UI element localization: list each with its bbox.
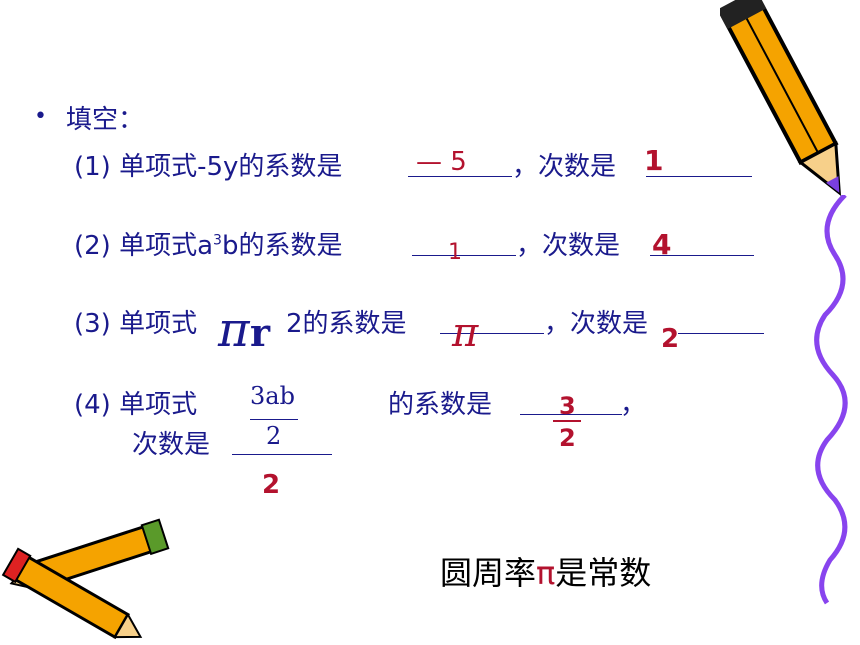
q4-degree-blank[interactable] [232,454,332,455]
q4-denominator: 2 [266,422,282,450]
q3-coef-answer: π [452,310,479,356]
q2-text-c: ，次数是 [516,231,621,261]
q1-coef-answer: — 5 [416,147,467,177]
q4-coef-numerator: 3 [559,392,576,420]
q3-text-b: 2的系数是 [286,309,407,339]
q2-coef-blank[interactable] [412,255,516,256]
q2-exponent: 3 [213,232,222,249]
q3-expr-r: r [250,310,271,355]
q1-degree-answer: 1 [644,144,664,177]
q2-degree-answer: 4 [652,228,672,261]
crossed-pencils-icon [1,518,170,640]
q4-text-a: (4) 单项式 [74,390,198,420]
q4-text-d: 次数是 [132,430,211,460]
q1-degree-blank[interactable] [646,176,752,177]
q4-degree-answer: 2 [262,470,281,500]
q1-text-a: (1) 单项式-5y的系数是 [74,152,343,182]
q2-degree-blank[interactable] [650,255,754,256]
q3-degree-answer: 2 [661,324,680,354]
q3-coef-blank[interactable] [440,333,544,334]
q3-text-a: (3) 单项式 [74,309,198,339]
q4-fraction-bar [250,419,298,420]
q4-text-b: 的系数是 [388,390,493,420]
q2-coef-answer: 1 [448,240,462,265]
q2-text-a: (2) 单项式a3b的系数是 [74,231,343,261]
q4-coef-fraction-bar [553,420,581,422]
q1-coef-blank[interactable] [408,176,512,177]
pencil-icon [720,0,842,196]
q3-expr-pi: π [218,302,250,358]
q3-degree-blank[interactable] [678,333,764,334]
q3-text-c: ，次数是 [544,309,649,339]
q1-text-b: ，次数是 [512,152,617,182]
squiggle-decoration [814,195,848,605]
fill-blank-heading: 填空： [66,105,145,135]
q4-numerator: 3ab [250,382,295,410]
q4-coef-denominator: 2 [559,424,576,452]
q4-coef-blank[interactable] [520,414,622,415]
pi-constant-note: 圆周率π是常数 [440,554,652,592]
q4-text-c: ， [620,390,647,420]
bullet: • [34,104,47,129]
